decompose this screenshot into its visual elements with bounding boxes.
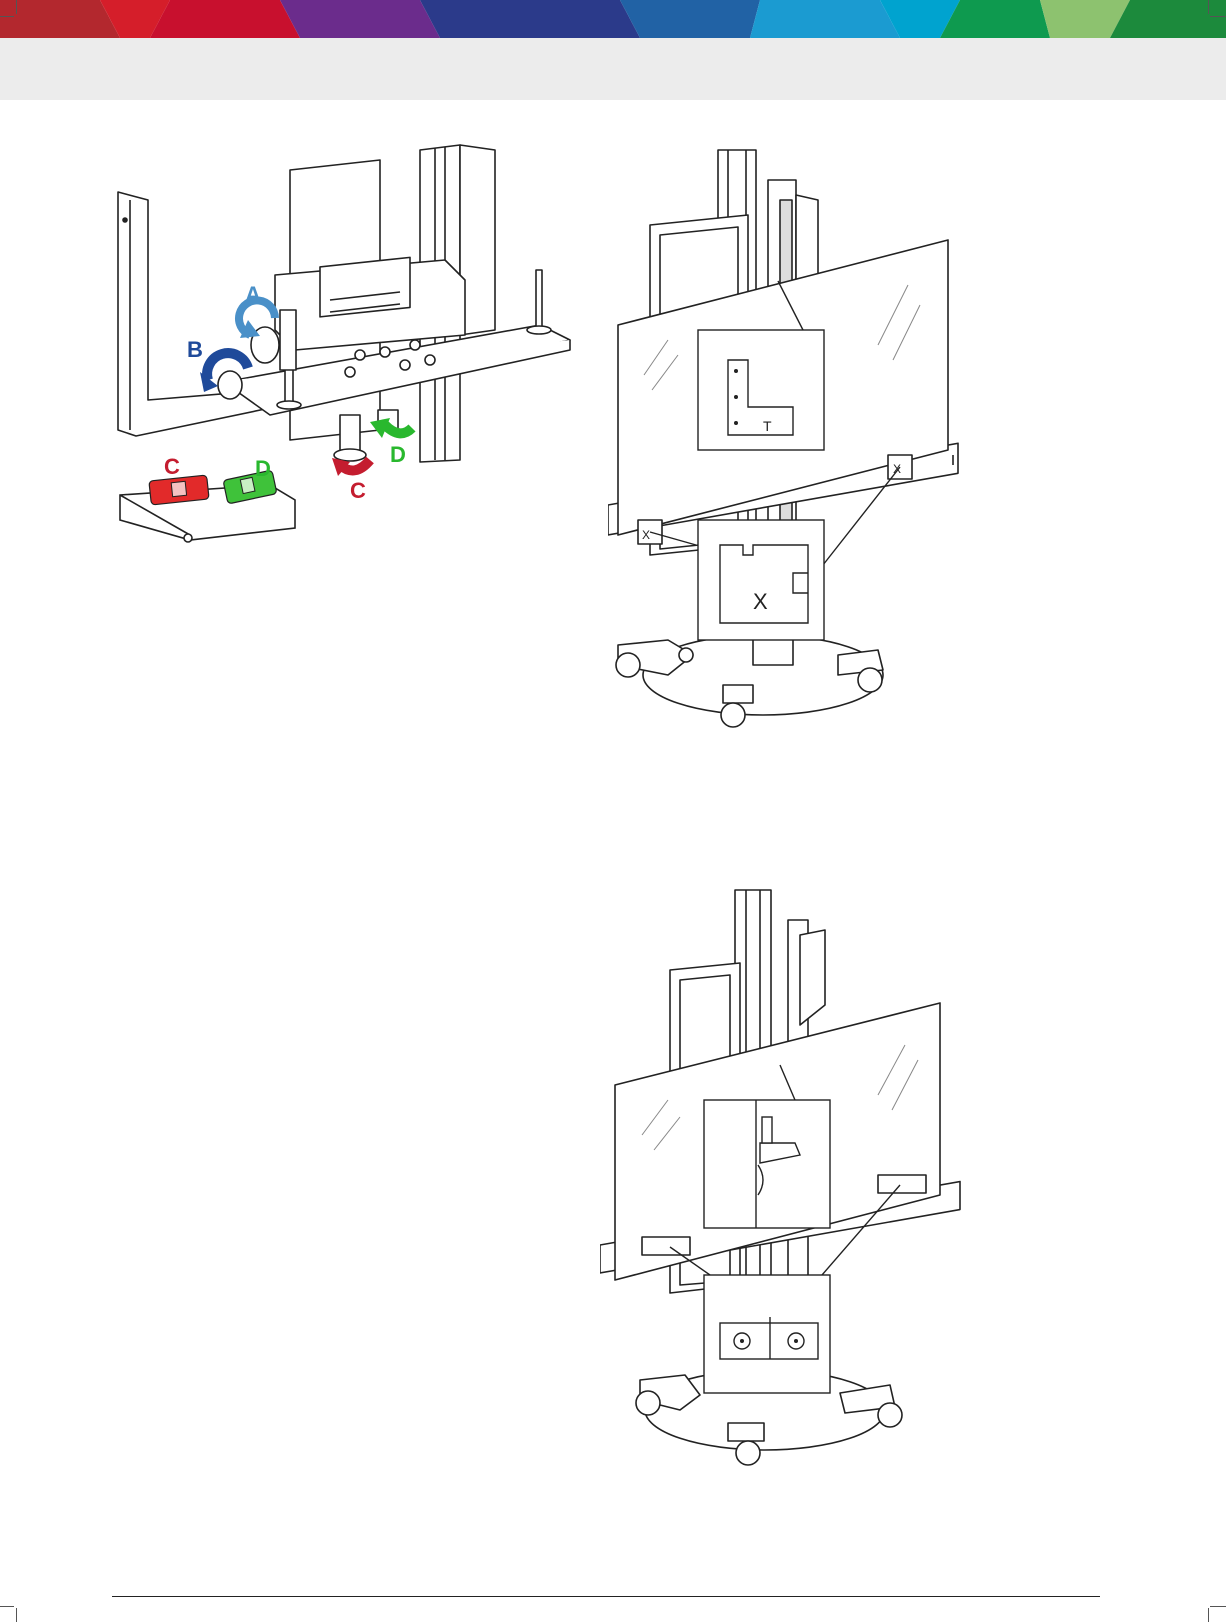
band-segment (150, 0, 300, 38)
crop-mark (1208, 1608, 1209, 1622)
callout-x-mark: X (753, 589, 768, 614)
label-c-level: C (164, 454, 180, 479)
label-d-level: D (255, 456, 271, 481)
band-segment (750, 0, 900, 38)
band-segment (620, 0, 760, 38)
label-a: A (245, 282, 261, 307)
crop-mark (0, 16, 14, 17)
label-d-arrow: D (390, 442, 406, 467)
knob-b (218, 371, 242, 399)
callout-t-mark: T (763, 418, 772, 434)
label-b: B (187, 337, 203, 362)
figure-panel-brackets-tx: X X T X (608, 145, 988, 765)
header-bar (0, 38, 1226, 100)
band-segment (0, 0, 120, 38)
crop-mark (1210, 1606, 1226, 1607)
crop-mark (16, 0, 17, 14)
figure-panel-brackets-pin (600, 885, 980, 1485)
label-c-arrow: C (350, 478, 366, 503)
figure-bracket-adjustment: A B C D C D (100, 140, 580, 580)
crop-mark (0, 1606, 14, 1607)
footer-rule (112, 1596, 1100, 1597)
crop-mark (16, 1608, 17, 1622)
band-segment (420, 0, 640, 38)
header-color-band (0, 0, 1226, 38)
crop-mark (1210, 16, 1226, 17)
band-segment (280, 0, 440, 38)
crop-mark (1208, 0, 1209, 14)
panel-left-tag: X (642, 528, 650, 542)
